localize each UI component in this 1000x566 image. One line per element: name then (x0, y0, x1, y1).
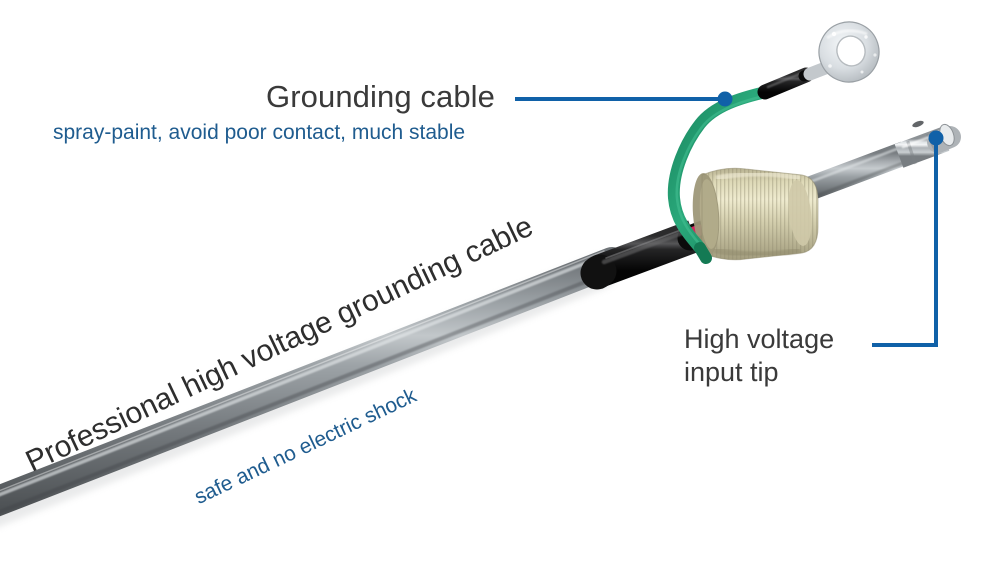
callout-leader-high-voltage-tip (872, 130, 944, 347)
callout-title-grounding-cable: Grounding cable (266, 79, 495, 114)
ribbed-collar (692, 167, 819, 261)
ring-terminal (803, 21, 880, 83)
main-gray-cable (0, 247, 627, 527)
callout-leader-grounding-cable (515, 91, 733, 107)
callout-marker-dot (717, 91, 733, 107)
callout-marker-dot (928, 130, 944, 146)
callout-title-high-voltage-tip: High voltage input tip (684, 324, 835, 387)
callout-subtitle-grounding-cable: spray-paint, avoid poor contact, much st… (53, 121, 466, 144)
high-voltage-tip-ferrule (894, 120, 961, 168)
